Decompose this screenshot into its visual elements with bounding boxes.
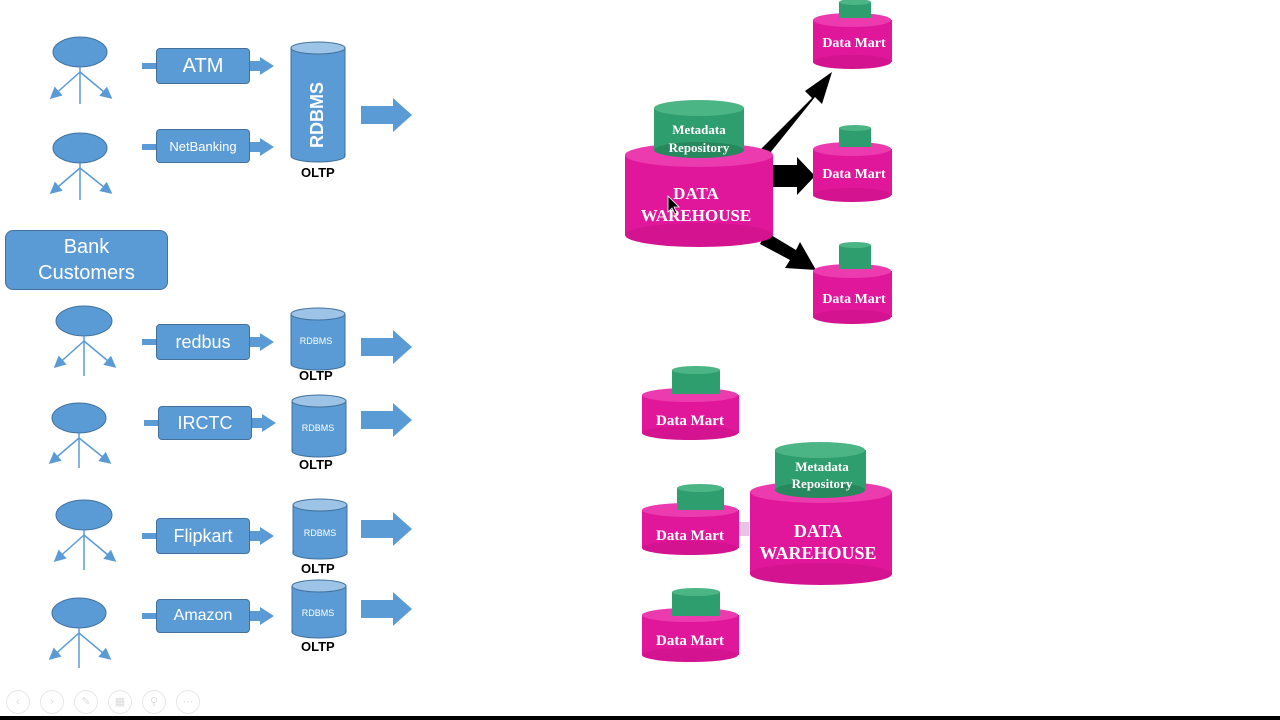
- bottom-mart-label: Data Mart: [656, 413, 724, 429]
- top-mart-cylinder-1: [813, 0, 892, 69]
- app-label: IRCTC: [177, 412, 233, 433]
- bottom-border: [0, 716, 1280, 720]
- app-box-netbanking: NetBanking: [156, 129, 250, 163]
- pen-icon[interactable]: ✎: [74, 690, 98, 714]
- arrow-right-icon: [361, 330, 412, 364]
- top-dw-label-1: DATA: [673, 184, 719, 203]
- top-metadata-label-1: Metadata: [672, 122, 726, 137]
- zoom-icon[interactable]: ⚲: [142, 690, 166, 714]
- slides-grid-icon[interactable]: ▦: [108, 690, 132, 714]
- bottom-mart-label: Data Mart: [656, 633, 724, 649]
- previous-slide-icon[interactable]: ‹: [6, 690, 30, 714]
- top-dw-label-2: WAREHOUSE: [641, 206, 752, 225]
- connector-arrows: [142, 57, 276, 625]
- top-mart-cylinder-3: [813, 242, 892, 324]
- app-box-irctc: IRCTC: [158, 406, 252, 440]
- group-label-line1: Bank: [63, 236, 110, 258]
- person-icon: [49, 132, 113, 200]
- bottom-dw-label-2: WAREHOUSE: [759, 543, 876, 563]
- more-options-icon[interactable]: ⋯: [176, 690, 200, 714]
- oltp-caption: OLTP: [299, 457, 333, 472]
- bottom-mart-cylinder-3: [642, 588, 739, 662]
- bank-customers-box: Bank Customers: [5, 230, 168, 290]
- app-box-atm: ATM: [156, 48, 250, 84]
- app-box-flipkart: Flipkart: [156, 518, 250, 554]
- rdbms-cylinder: [290, 307, 346, 371]
- rdbms-cylinder: [291, 579, 347, 639]
- group-label-line2: Customers: [38, 262, 135, 284]
- top-mart-label: Data Mart: [822, 36, 886, 51]
- mouse-cursor-icon: [667, 195, 680, 215]
- app-label: redbus: [175, 331, 231, 352]
- app-label: NetBanking: [169, 138, 237, 154]
- top-metadata-cylinder: [654, 100, 744, 158]
- person-icon: [48, 597, 112, 668]
- app-box-amazon: Amazon: [156, 599, 250, 633]
- top-mart-label: Data Mart: [822, 292, 886, 307]
- oltp-caption: OLTP: [299, 368, 333, 383]
- slideshow-toolbar: ‹ › ✎ ▦ ⚲ ⋯: [6, 690, 200, 714]
- output-arrows: [361, 98, 412, 626]
- arrow-right-icon: [361, 98, 412, 132]
- app-label: ATM: [182, 54, 224, 77]
- app-label: Amazon: [173, 607, 233, 624]
- arrow-right-icon: [361, 403, 412, 437]
- bottom-metadata-label-1: Metadata: [795, 459, 849, 474]
- bottom-mart-cylinder-2: [642, 484, 749, 555]
- bottom-mart-cylinder-1: [642, 366, 739, 440]
- person-icon: [53, 499, 117, 570]
- arrow-right-icon: [361, 592, 412, 626]
- top-warehouse-arrows: [760, 72, 832, 270]
- oltp-caption: OLTP: [301, 639, 335, 654]
- person-icon: [48, 402, 112, 468]
- bottom-dw-label-1: DATA: [794, 521, 842, 541]
- arrow-right-icon: [361, 512, 412, 546]
- db-label: RDBMS: [302, 608, 335, 618]
- oltp-caption: OLTP: [301, 561, 335, 576]
- big-db-label: RDBMS: [307, 82, 327, 148]
- bottom-mart-label: Data Mart: [656, 528, 724, 544]
- bottom-metadata-cylinder: [775, 442, 866, 498]
- app-label: Flipkart: [173, 525, 233, 546]
- rdbms-cylinder: [292, 498, 348, 560]
- person-icon: [53, 305, 117, 376]
- top-mart-cylinder-2: [813, 125, 892, 202]
- db-label: RDBMS: [300, 336, 333, 346]
- top-mart-label: Data Mart: [822, 167, 886, 182]
- app-box-redbus: redbus: [156, 324, 250, 360]
- person-icon: [49, 36, 113, 104]
- db-label: RDBMS: [304, 528, 337, 538]
- oltp-caption: OLTP: [301, 165, 335, 180]
- db-label: RDBMS: [302, 423, 335, 433]
- next-slide-icon[interactable]: ›: [40, 690, 64, 714]
- bottom-metadata-label-2: Repository: [792, 476, 853, 491]
- top-metadata-label-2: Repository: [669, 140, 730, 155]
- rdbms-big-cylinder: [290, 41, 346, 163]
- rdbms-cylinder: [291, 394, 347, 458]
